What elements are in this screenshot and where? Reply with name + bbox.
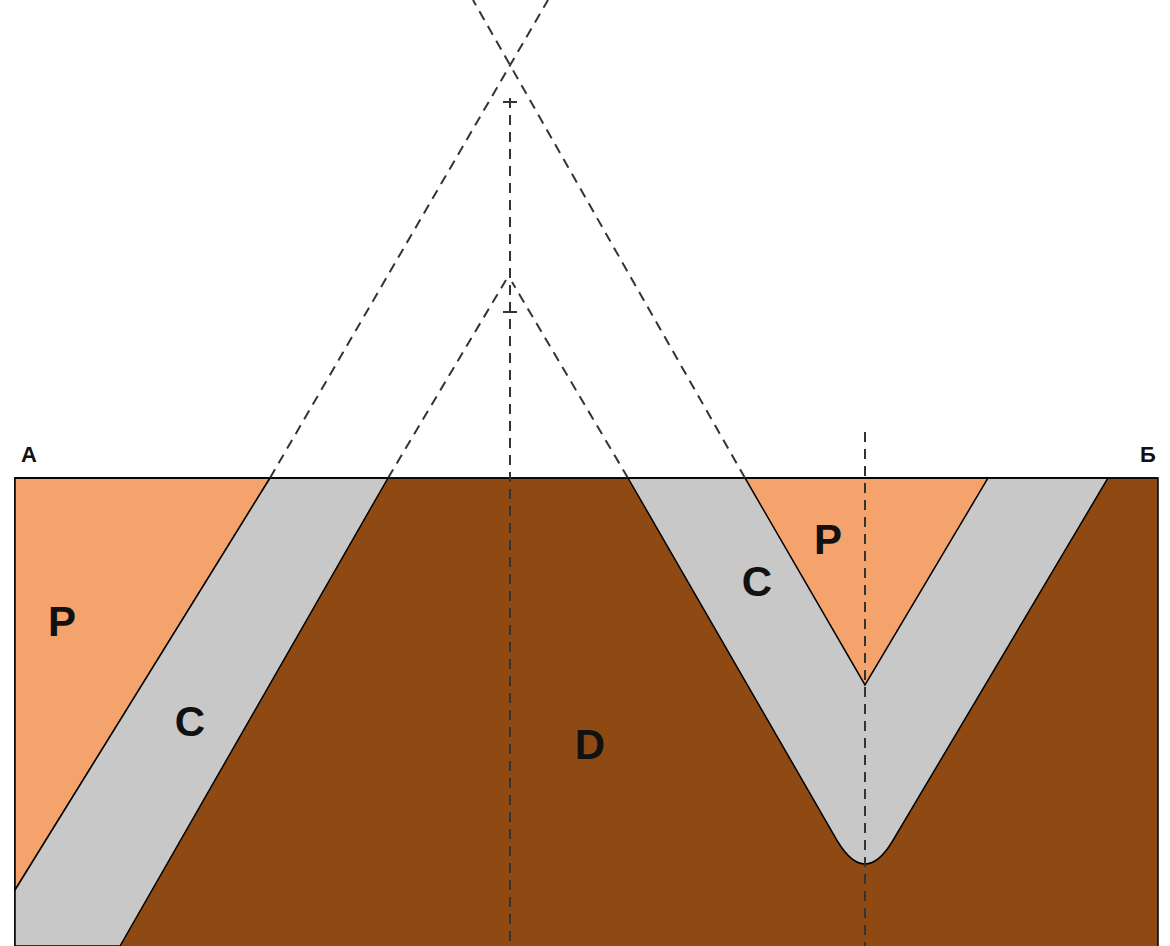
construction-lines: [270, 0, 865, 946]
surface-line: [15, 477, 1158, 479]
p-layer-syncline: [745, 478, 988, 685]
layer-label: P: [814, 519, 842, 561]
layer-label: C: [175, 701, 205, 743]
d-layer: [15, 478, 1158, 946]
c-layer-left: [15, 478, 388, 946]
c-layer-syncline: [628, 478, 1108, 864]
layer-label: D: [575, 724, 605, 766]
apex-ticks: [503, 102, 517, 312]
layer-label: P: [48, 601, 76, 643]
section-end-label: Б: [1140, 444, 1156, 466]
section-end-label: А: [21, 444, 37, 466]
layer-label: C: [742, 561, 772, 603]
